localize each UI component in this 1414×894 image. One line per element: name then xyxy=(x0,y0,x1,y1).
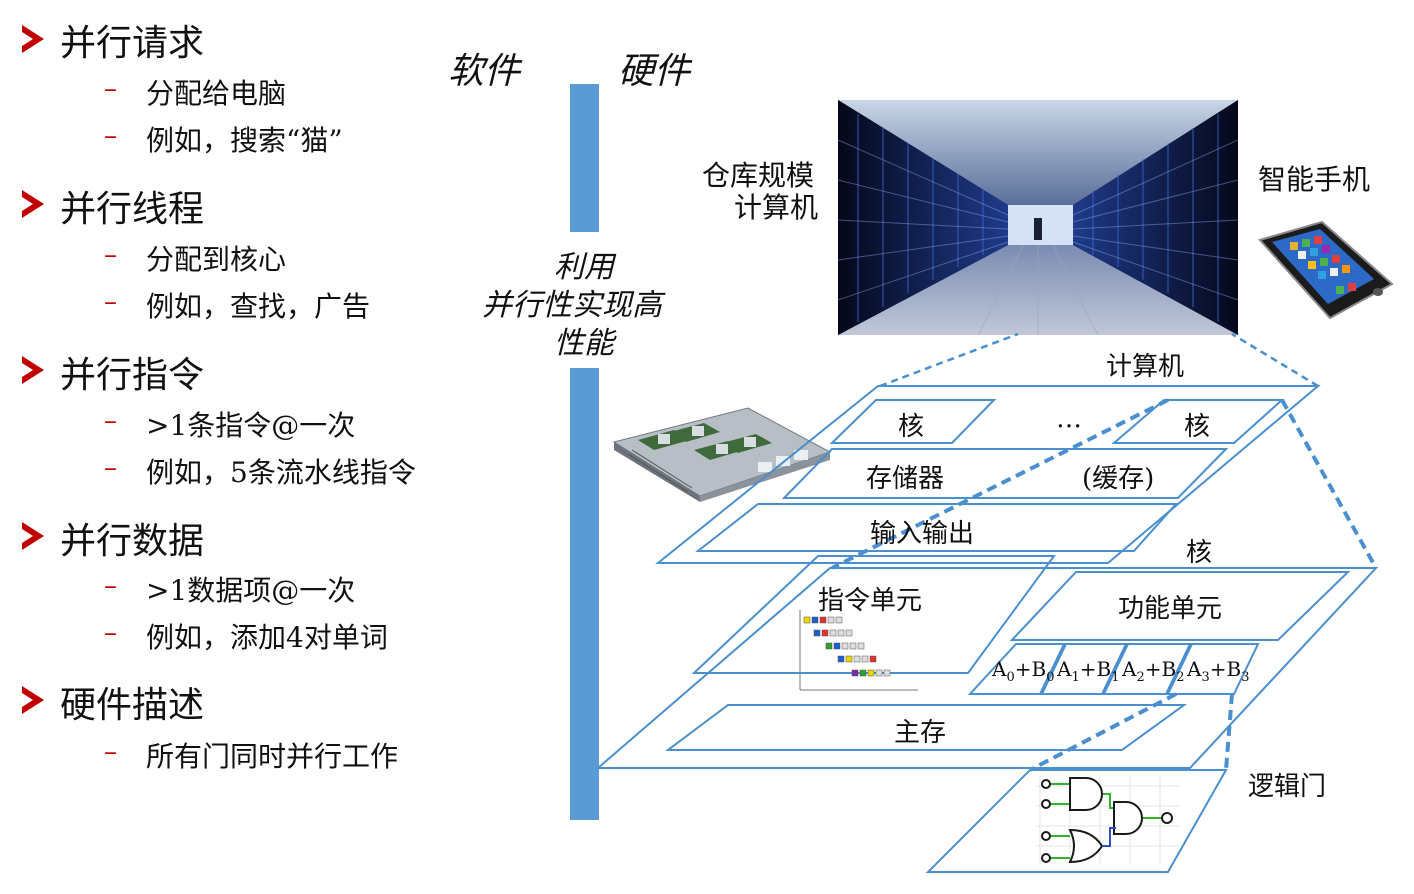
warehouse-label-line2: 计算机 xyxy=(734,191,819,224)
adder-b: B xyxy=(1226,657,1242,681)
adder-b-index: 1 xyxy=(1111,670,1120,685)
center-caption-line2: 并行性实现高 xyxy=(482,288,662,323)
dash-icon: – xyxy=(104,571,117,601)
instruction-unit-box xyxy=(691,555,1056,674)
bullet-title-3: 并行指令 xyxy=(60,355,205,396)
core-left-label: 核 xyxy=(898,412,925,442)
adder-b: B xyxy=(1096,657,1112,681)
bullet-sub-5-1: 所有门同时并行工作 xyxy=(146,740,399,773)
bullet-title-2: 并行线程 xyxy=(60,189,205,230)
adder-label-0: A0+B0 xyxy=(992,657,1055,685)
adder-a: A xyxy=(992,657,1007,681)
bullet-arrow-icon xyxy=(22,190,44,218)
bullet-arrow-icon xyxy=(22,522,44,550)
bullet-sub-4-2: 例如，添加4对单词 xyxy=(146,621,388,654)
adder-box-1 xyxy=(1040,643,1128,695)
dash-icon: – xyxy=(104,406,117,436)
dash-icon: – xyxy=(104,453,117,483)
adder-a-index: 1 xyxy=(1071,670,1080,685)
adder-box-3 xyxy=(1166,643,1260,695)
cache-label: (缓存) xyxy=(1082,464,1155,494)
bullet-sub-1-1: 分配给电脑 xyxy=(146,77,287,110)
dash-icon: – xyxy=(104,74,117,104)
adder-a-index: 3 xyxy=(1201,670,1210,685)
adder-a: A xyxy=(1057,657,1072,681)
bullet-sub-2-2: 例如，查找，广告 xyxy=(146,290,371,323)
center-caption-line1: 利用 xyxy=(554,250,614,285)
adder-b: B xyxy=(1161,657,1177,681)
logic-circuit xyxy=(1036,776,1180,864)
bullet-title-4: 并行数据 xyxy=(60,521,205,562)
adder-a-index: 0 xyxy=(1006,670,1015,685)
adder-box-0 xyxy=(967,643,1066,695)
center-caption-line3: 性能 xyxy=(554,326,614,361)
dash-icon: – xyxy=(104,618,117,648)
bullet-title-5: 硬件描述 xyxy=(60,685,205,726)
adder-a-index: 2 xyxy=(1136,670,1145,685)
dash-icon: – xyxy=(104,240,117,270)
pipeline-chart xyxy=(799,610,918,691)
bullet-sub-1-2: 例如，搜索“猫” xyxy=(146,124,343,157)
warehouse-label-line1: 仓库规模 xyxy=(702,159,815,192)
adder-label-3: A3+B3 xyxy=(1187,657,1250,685)
instruction-unit-label: 指令单元 xyxy=(818,586,923,616)
adder-label-1: A1+B1 xyxy=(1057,657,1120,685)
logic-gates-layer xyxy=(925,769,1228,873)
adder-b-index: 2 xyxy=(1176,670,1185,685)
smartphone-image xyxy=(1252,218,1398,322)
core-left-box xyxy=(829,399,997,444)
software-heading: 软件 xyxy=(448,51,521,92)
main-memory-label: 主存 xyxy=(894,718,947,748)
io-label: 输入输出 xyxy=(870,519,975,549)
logic-gates-label: 逻辑门 xyxy=(1248,772,1327,802)
adder-box-2 xyxy=(1102,643,1192,695)
bullet-arrow-icon xyxy=(22,686,44,714)
bullet-sub-3-1: >1条指令@一次 xyxy=(146,409,356,442)
bullet-arrow-icon xyxy=(22,356,44,384)
smartphone-icon xyxy=(1258,220,1394,320)
bullet-arrow-icon xyxy=(22,25,44,53)
core-right-label: 核 xyxy=(1184,412,1211,442)
functional-unit-label: 功能单元 xyxy=(1118,594,1223,624)
hardware-heading: 硬件 xyxy=(618,51,691,92)
functional-unit-box xyxy=(1009,571,1351,641)
datacenter-illustration xyxy=(838,100,1238,335)
adder-b-index: 0 xyxy=(1046,670,1055,685)
adder-a: A xyxy=(1187,657,1202,681)
dash-icon: – xyxy=(104,121,117,151)
datacenter-image xyxy=(838,100,1238,335)
divider-bar-bottom xyxy=(570,368,599,820)
main-memory-box xyxy=(665,704,1188,751)
bullet-sub-2-1: 分配到核心 xyxy=(146,243,287,276)
bullet-sub-4-1: >1数据项@一次 xyxy=(146,574,356,607)
io-box xyxy=(695,503,1179,552)
core-label: 核 xyxy=(1186,538,1213,568)
dash-icon: – xyxy=(104,737,117,767)
core-right-box xyxy=(1111,399,1285,444)
divider-bar-top xyxy=(570,84,599,232)
dash-icon: – xyxy=(104,287,117,317)
core-layer xyxy=(595,567,1379,769)
bullet-title-1: 并行请求 xyxy=(60,23,205,64)
bullet-sub-3-2: 例如，5条流水线指令 xyxy=(146,456,416,489)
adder-label-2: A2+B2 xyxy=(1122,657,1185,685)
ellipsis-label: … xyxy=(1056,404,1082,434)
smartphone-label: 智能手机 xyxy=(1258,163,1371,196)
memory-label: 存储器 xyxy=(866,464,945,494)
adder-b-index: 3 xyxy=(1241,670,1250,685)
adder-a: A xyxy=(1122,657,1137,681)
computer-layer xyxy=(655,385,1321,564)
computer-label: 计算机 xyxy=(1106,352,1185,382)
memory-box xyxy=(781,448,1229,499)
adder-b: B xyxy=(1031,657,1047,681)
